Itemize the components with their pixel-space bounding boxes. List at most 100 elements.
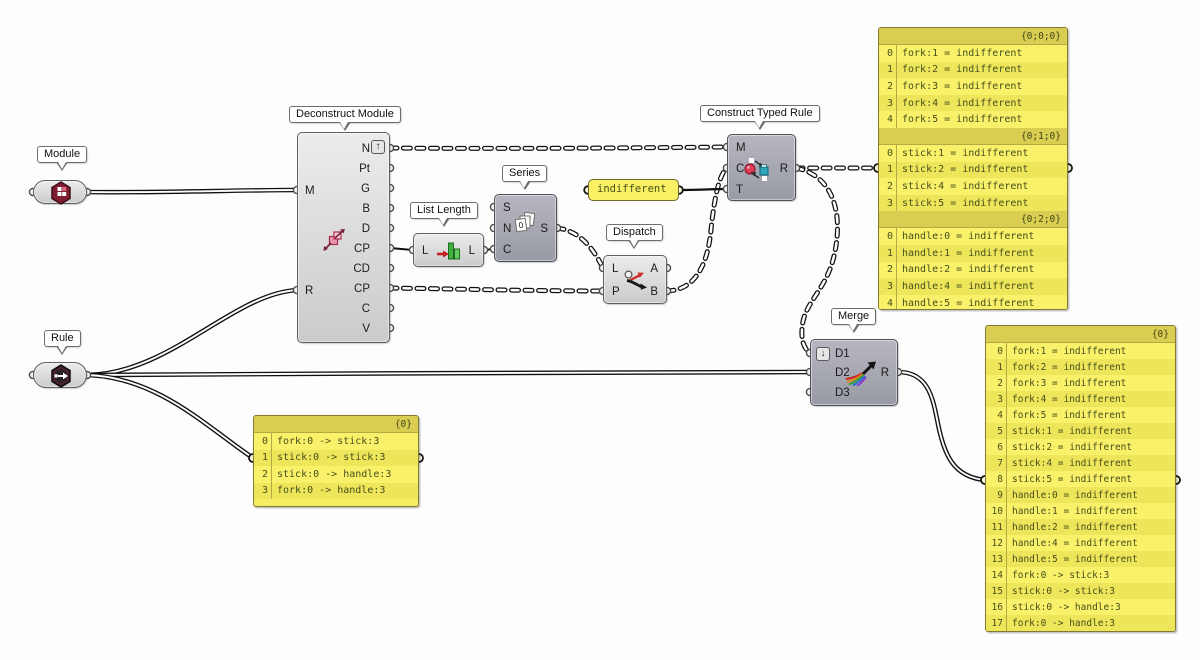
port-out-b[interactable]: B (650, 286, 658, 298)
row-text: stick:2 = indifferent (902, 164, 1029, 176)
port-out-r[interactable]: R (779, 163, 788, 175)
port-in-s[interactable]: S (503, 202, 511, 214)
port-in-d3[interactable]: D3 (835, 387, 850, 399)
wire-deconstruct-n-to-ctr[interactable] (390, 147, 727, 148)
port-in-c[interactable]: C (503, 244, 512, 256)
wire-rule-to-deconstruct[interactable] (87, 290, 297, 375)
port-out-n[interactable]: N (361, 143, 370, 155)
row-text: fork:0 -> stick:3 (277, 435, 380, 447)
port-in-l[interactable]: L (422, 245, 429, 257)
port-out-g[interactable]: G (361, 183, 370, 195)
wire-rule-to-panel-bottom-left[interactable] (87, 375, 253, 458)
wire-indifferent-to-ctr[interactable] (678, 187, 728, 192)
port-out-b[interactable]: B (362, 203, 370, 215)
merge-component[interactable]: D1 D2 D3 R ↓ (810, 339, 898, 406)
row-text: handle:5 = indifferent (902, 297, 1035, 309)
indifferent-panel[interactable]: indifferent (588, 179, 679, 201)
deconstruct-nickname-tag[interactable]: Deconstruct Module (289, 106, 401, 131)
wire-module-to-deconstruct[interactable] (87, 190, 297, 192)
port-in-n[interactable]: N (503, 223, 512, 235)
list-length-nickname-tag[interactable]: List Length (410, 202, 478, 227)
port-in-p[interactable]: P (612, 286, 620, 298)
module-nickname-tag[interactable]: Module (37, 146, 88, 171)
port-in-r[interactable]: R (305, 285, 314, 297)
row-index: 9 (986, 487, 1007, 503)
flatten-down-icon[interactable]: ↓ (816, 347, 830, 361)
row-index: 4 (879, 111, 897, 128)
indifferent-panel-text: indifferent (597, 183, 667, 195)
row-index: 0 (879, 228, 897, 245)
port-out-s[interactable]: S (540, 223, 548, 235)
row-text: handle:2 = indifferent (1012, 521, 1138, 533)
panel-path-header: {0} (986, 326, 1175, 343)
row-text: fork:2 = indifferent (902, 64, 1023, 76)
row-index: 2 (254, 466, 272, 483)
row-text: stick:1 = indifferent (902, 147, 1029, 159)
merge-nickname-tag[interactable]: Merge (831, 308, 877, 333)
port-in-d2[interactable]: D2 (835, 367, 850, 379)
deconstruct-module-component[interactable]: M R N Pt G B D CP CD CP C V ↑ (297, 132, 390, 343)
merge-icon (845, 361, 876, 386)
row-text: fork:0 -> handle:3 (1012, 617, 1115, 629)
dispatch-nickname-tag[interactable]: Dispatch (606, 224, 663, 249)
row-text: fork:3 = indifferent (1012, 377, 1127, 389)
port-in-m[interactable]: M (736, 142, 746, 154)
dispatch-component[interactable]: L P A B (603, 255, 667, 304)
row-index: 2 (879, 261, 897, 279)
row-index: 2 (986, 375, 1007, 391)
port-out-r[interactable]: R (880, 367, 889, 379)
port-out-v[interactable]: V (362, 323, 370, 335)
row-index: 2 (879, 78, 897, 95)
port-out-d[interactable]: D (361, 223, 370, 235)
port-in-t[interactable]: T (736, 184, 744, 196)
list-length-component[interactable]: L L (413, 233, 484, 267)
port-in-d1[interactable]: D1 (835, 348, 850, 360)
series-component[interactable]: S N C S 2 1 0 (494, 194, 557, 262)
list-length-icon (437, 242, 460, 260)
rule-param[interactable] (33, 362, 87, 388)
port-in-l[interactable]: L (612, 263, 619, 275)
wire-series-to-dispatch[interactable] (557, 228, 603, 268)
port-out-cd[interactable]: CD (353, 263, 370, 275)
module-param[interactable] (33, 180, 87, 205)
publish-up-icon[interactable]: ↑ (371, 140, 385, 154)
row-index: 8 (986, 471, 1007, 487)
port-out-c[interactable]: C (361, 303, 370, 315)
row-text: handle:2 = indifferent (902, 264, 1035, 276)
port-in-m[interactable]: M (305, 185, 315, 197)
port-out-cp2[interactable]: CP (354, 283, 370, 295)
wire-merge-to-panel-bottom-right[interactable] (898, 372, 985, 480)
tag-label: Construct Typed Rule (707, 107, 813, 119)
wire-ctr-to-merge[interactable] (796, 168, 837, 353)
construct-typed-rule-icon (744, 158, 769, 181)
series-nickname-tag[interactable]: Series (502, 165, 548, 190)
port-in-c[interactable]: C (736, 163, 745, 175)
row-text: stick:5 = indifferent (902, 197, 1029, 209)
tag-label: List Length (417, 204, 471, 216)
construct-typed-rule-nickname-tag[interactable]: Construct Typed Rule (700, 105, 820, 130)
rule-nickname-tag[interactable]: Rule (44, 330, 81, 355)
port-out-l[interactable]: L (468, 245, 475, 257)
series-icon: 2 1 0 (514, 211, 536, 233)
port-out-pt[interactable]: Pt (359, 163, 370, 175)
port-out-cp[interactable]: CP (354, 243, 370, 255)
construct-typed-rule-component[interactable]: M C T R (727, 134, 796, 201)
wire-rule-to-merge[interactable] (87, 372, 810, 375)
tag-label: Series (509, 167, 541, 179)
row-text: fork:2 = indifferent (1012, 361, 1127, 373)
wire-deconstruct-cp-to-dispatch[interactable] (390, 288, 603, 291)
port-out-a[interactable]: A (650, 263, 658, 275)
